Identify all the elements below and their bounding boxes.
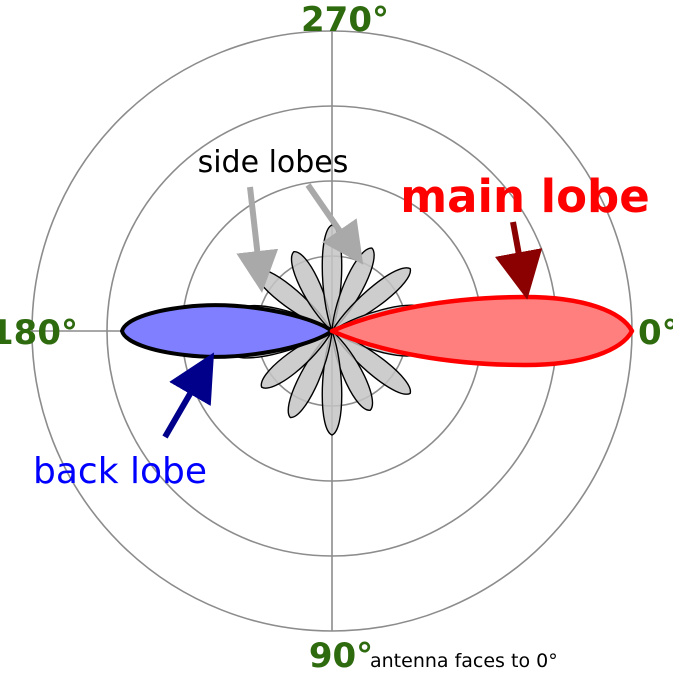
angle-label-270: 270° <box>301 0 389 40</box>
down-arrow-icon <box>236 186 279 293</box>
angle-label-0: 0° <box>638 313 673 353</box>
main-lobe-label: main lobe <box>400 170 649 223</box>
angle-label-180: 180° <box>0 313 78 353</box>
back-lobe <box>120 303 334 359</box>
up-right-arrow-icon <box>162 352 215 439</box>
main-lobe <box>329 294 635 368</box>
down-arrow-icon <box>494 221 543 300</box>
side-lobes-label: side lobes <box>198 145 349 180</box>
angle-label-90: 90° <box>309 636 373 676</box>
down-arrow-icon <box>305 183 364 265</box>
antenna-note: antenna faces to 0° <box>370 650 558 672</box>
back-lobe-label: back lobe <box>33 451 207 492</box>
